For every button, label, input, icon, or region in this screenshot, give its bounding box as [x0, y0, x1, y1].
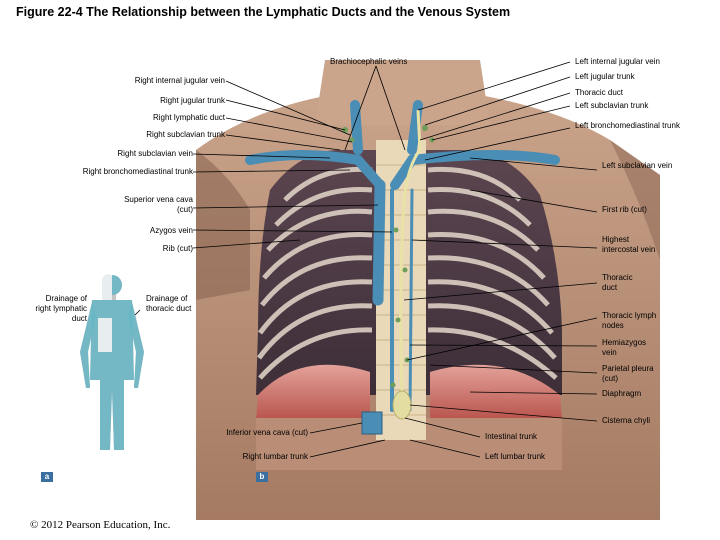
venous-system [245, 100, 560, 412]
label-left-jugular-trunk: Left jugular trunk [575, 72, 635, 81]
label-right-lumbar-trunk: Right lumbar trunk [242, 452, 308, 461]
label-parietal-pleura: Parietal pleura (cut) [602, 364, 654, 383]
label-first-rib: First rib (cut) [602, 205, 647, 214]
cisterna-chyli [392, 390, 412, 420]
label-intestinal-trunk: Intestinal trunk [485, 432, 538, 441]
label-thoracic-duct-top: Thoracic duct [575, 88, 624, 97]
label-highest-intercostal-vein: Highest intercostal vein [602, 235, 656, 254]
ribs-left [256, 166, 373, 380]
label-hemiazygos-vein: Hemiazygos vein [602, 338, 647, 357]
label-left-internal-jugular-vein: Left internal jugular vein [575, 57, 660, 66]
label-right-internal-jugular-vein: Right internal jugular vein [134, 76, 225, 85]
inset-figure [80, 274, 144, 450]
label-inferior-vena-cava: Inferior vena cava (cut) [226, 428, 308, 437]
inferior-vena-cava [361, 411, 383, 435]
label-rib-cut: Rib (cut) [162, 244, 193, 253]
label-thoracic-lymph-nodes: Thoracic lymph nodes [602, 311, 657, 330]
label-right-jugular-trunk: Right jugular trunk [160, 96, 225, 105]
neck [315, 60, 490, 125]
label-diaphragm: Diaphragm [602, 389, 642, 398]
label-azygos-vein: Azygos vein [149, 226, 193, 235]
copyright: © 2012 Pearson Education, Inc. [30, 519, 171, 531]
shoulder-shadow [196, 150, 250, 300]
label-brachiocephalic-veins: Brachiocephalic veins [330, 57, 408, 66]
label-left-subclavian-vein: Left subclavian vein [602, 161, 673, 170]
label-drainage-right-lymphatic-duct: Drainage of right lymphatic duct [35, 294, 87, 323]
shoulder-shadow-right [610, 140, 660, 260]
lymph-nodes [342, 125, 435, 388]
label-superior-vena-cava: Superior vena cava (cut) [124, 195, 193, 214]
thoracic-duct [399, 109, 422, 421]
abdomen-floor [256, 418, 562, 470]
label-left-subclavian-trunk: Left subclavian trunk [575, 101, 649, 110]
label-drainage-thoracic-duct: Drainage of thoracic duct [146, 294, 192, 313]
panel-b-marker: b [256, 472, 268, 482]
label-left-lumbar-trunk: Left lumbar trunk [485, 452, 546, 461]
label-left-bronchomediastinal-trunk: Left bronchomediastinal trunk [575, 121, 680, 130]
label-right-lymphatic-duct: Right lymphatic duct [152, 113, 225, 122]
label-right-subclavian-trunk: Right subclavian trunk [146, 130, 225, 139]
figure-title: Figure 22-4 The Relationship between the… [16, 5, 511, 19]
label-thoracic-duct: Thoracic duct [602, 273, 633, 292]
panel-a-marker: a [41, 472, 53, 482]
label-cisterna-chyli: Cisterna chyli [602, 416, 651, 425]
diaphragm-left [256, 364, 370, 420]
label-right-subclavian-vein: Right subclavian vein [117, 149, 193, 158]
label-right-bronchomediastinal-trunk: Right bronchomediastinal trunk [82, 167, 193, 176]
